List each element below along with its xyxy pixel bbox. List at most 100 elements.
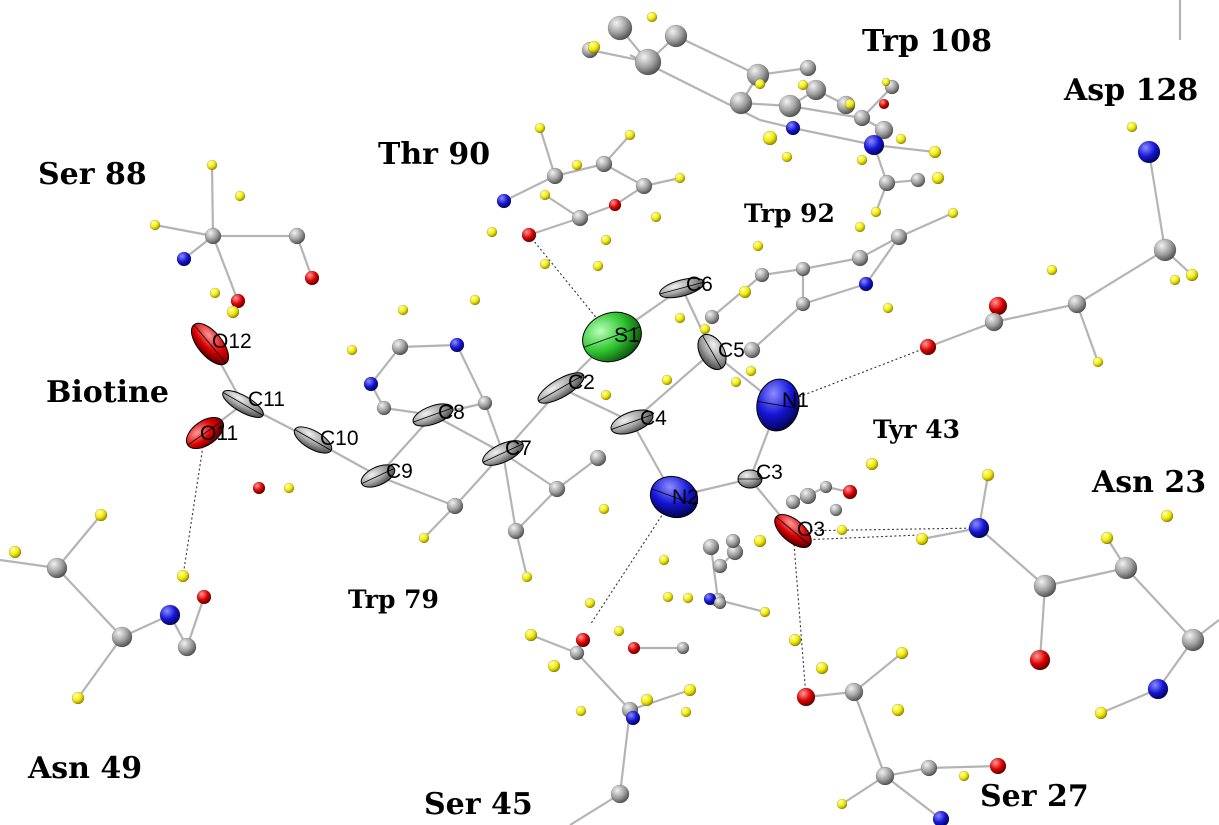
hydrogen-atom [600,234,612,246]
hydrogen-atom [346,344,358,356]
ellipsoid-axis [757,400,799,410]
residue-label-trp108: Trp 108 [862,24,992,59]
bond [503,175,556,202]
carbon-atom [46,557,68,579]
bond [1075,303,1100,363]
nitrogen-atom [932,810,950,825]
hydrogen-atom [895,646,909,660]
residue-label-asn49: Asn 49 [27,751,142,786]
hydrogen-atom [418,532,430,544]
atom-label-c9: C9 [386,460,413,483]
ellipsoid-axis [413,407,453,423]
carbon-atom [1067,294,1087,314]
bond [515,488,558,532]
hydrogen-atom [870,206,882,218]
hydrogen-atom [650,211,662,223]
nitrogen-atom [785,120,801,136]
bond [1100,687,1159,715]
hydrogen-atom [149,219,161,231]
hydrogen-atom [1185,268,1199,282]
bond [675,35,759,76]
hydrogen-bond [182,432,206,577]
carbon-atom [785,494,801,510]
hydrogen-atom [752,240,764,252]
oxygen-atom [878,98,890,110]
bond [618,709,632,795]
hydrogen-atom [598,503,610,515]
hydrogen-atom [674,312,686,324]
hydrogen-atom [592,260,604,272]
ellipsoid-axis [659,281,705,295]
bond [502,452,558,490]
hydrogen-atom [931,171,945,185]
hydrogen-atom [547,659,561,673]
hydrogen-atom [915,532,929,546]
nitrogen-atom [1147,678,1169,700]
atom-label-o3: O3 [797,518,825,541]
bond [77,636,123,699]
bond [873,143,936,154]
residue-label-tyr43: Tyr 43 [873,415,960,444]
atom-label-c8: C8 [438,401,465,424]
hydrogen-atom [699,323,711,335]
ligand-atom-c9 [360,464,396,488]
bond [928,764,999,770]
nitrogen-atom [496,193,512,209]
hydrogen-atom [754,78,766,90]
hydrogen-atom [521,571,533,583]
bond [399,343,458,349]
ligand-atom-n1 [756,378,800,432]
hydrogen-atom [1126,121,1138,133]
carbon-atom [778,94,802,118]
ligand-atom-n2 [649,475,699,519]
carbon-atom [713,596,727,610]
ellipsoid-axis [482,443,524,463]
hydrogen-atom [524,628,538,642]
carbon-atom [589,449,607,467]
nitrogen-atom [363,376,379,392]
oxygen-atom [230,293,246,309]
carbon-atom [853,109,871,127]
carbon-atom [878,174,896,192]
hydrogen-atom [881,77,891,87]
ligand-atom-o12 [190,322,230,366]
hydrogen-bond [792,530,807,698]
ligand-atom-c5 [697,333,727,371]
hydrogen-atom [797,79,809,91]
hydrogen-bond-network [182,234,980,698]
hydrogen-atom [646,11,658,23]
hydrogen-atom [788,633,802,647]
bond [792,126,875,147]
residue-label-asp128: Asp 128 [1063,73,1198,108]
hydrogen-atom [674,172,686,184]
hydrogen-atom [891,703,905,717]
hydrogen-atom [624,129,636,141]
atom-label-c4: C4 [640,407,667,430]
ellipsoid-axis [294,429,332,451]
hydrogen-atom [753,534,767,548]
carbon-atom [819,480,833,494]
ligand-atom-c2 [537,372,585,404]
hydrogen-atom [8,545,22,559]
hydrogen-atom [1169,274,1181,286]
bond [711,274,763,318]
residue-label-trp92: Trp 92 [744,199,835,228]
ligand-atom-c4 [610,409,654,435]
atom-label-o11: O11 [200,422,238,445]
hydrogen-atom [640,693,654,707]
hydrogen-atom [836,524,848,536]
nitrogen-atom [968,517,990,539]
atom-label-c2: C2 [568,371,595,394]
hydrogen-atom [600,389,612,401]
carbon-atom [664,24,688,48]
hydrogen-atom [94,508,108,522]
carbon-atom [288,227,306,245]
carbon-atom [204,227,222,245]
carbon-atom [569,645,585,661]
bond [751,303,804,351]
hydrogen-atom [283,482,295,494]
bond [709,546,720,601]
carbon-atom [890,228,908,246]
bond [789,104,863,120]
oxygen-atom [521,227,537,243]
